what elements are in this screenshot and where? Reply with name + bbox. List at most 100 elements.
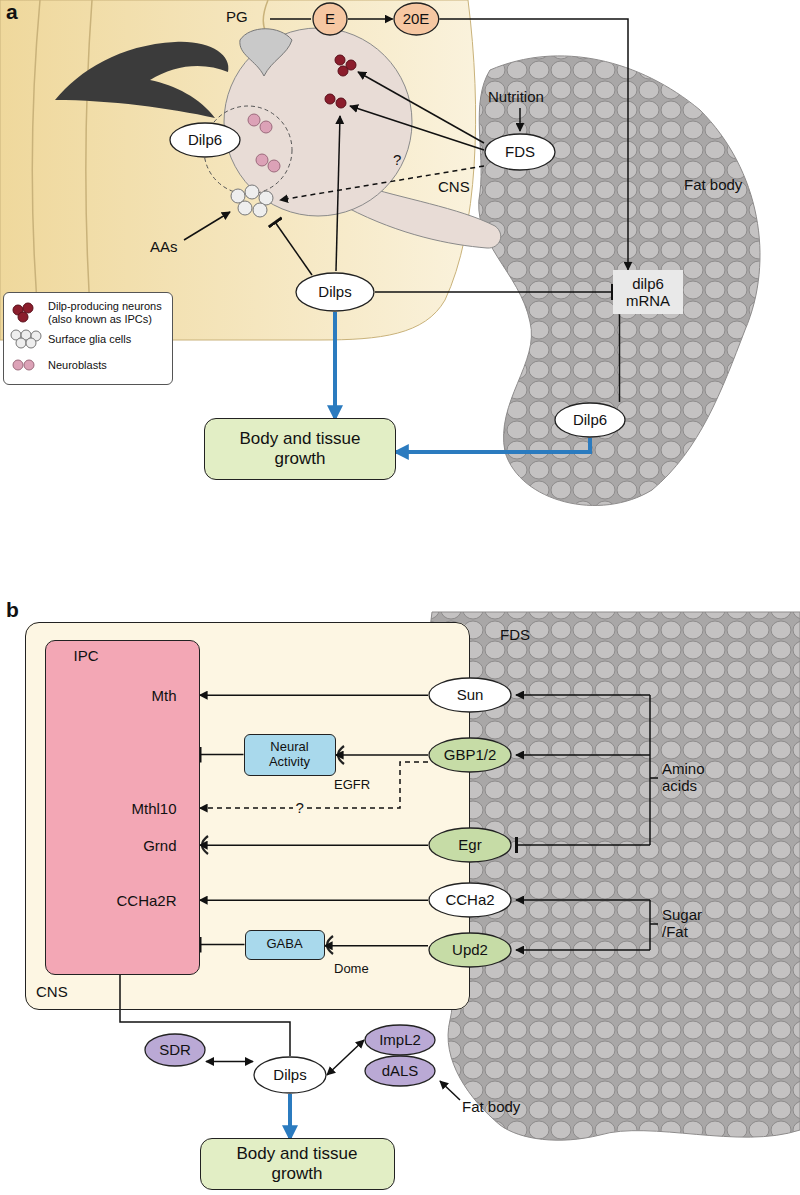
larva-body — [33, 0, 269, 340]
signal-ellipse: CCHa2 — [428, 882, 512, 918]
signal-line — [336, 116, 340, 271]
signal-arrow — [336, 754, 429, 756]
signal-ellipse: Sun — [428, 677, 512, 713]
question-mark: ? — [393, 151, 401, 168]
ellipse-outline — [429, 738, 511, 772]
signal-arrow — [327, 1040, 364, 1075]
input-label: Nutrition — [488, 88, 544, 105]
ellipse-outline — [313, 3, 347, 35]
signal-line — [516, 844, 650, 846]
legend-symbol — [8, 301, 44, 325]
glia-cells — [238, 201, 252, 215]
binding-protein-ellipse: ImpL2 — [364, 1024, 436, 1056]
signal-line — [440, 695, 658, 1100]
legend-symbol — [16, 338, 26, 348]
ellipse-outline — [296, 273, 374, 311]
neuroblast — [268, 160, 280, 172]
central-nervous-system — [240, 29, 292, 76]
signal-ellipse: FDS — [484, 133, 556, 171]
legend-symbol — [23, 303, 33, 313]
legend-symbol — [18, 312, 28, 322]
signal-line — [516, 694, 650, 696]
legend-text: Surface glia cells — [44, 333, 131, 346]
signal-line — [270, 18, 311, 20]
input-label: Amino acids — [662, 760, 724, 795]
node-text: FDS — [505, 143, 535, 160]
node-text: ImpL2 — [379, 1031, 421, 1048]
signal-ellipse: Dilp6 — [554, 402, 626, 438]
glia-cells — [231, 185, 273, 217]
receptor-symbol — [190, 687, 344, 954]
ellipse-outline — [429, 678, 511, 712]
node-text: Upd2 — [452, 941, 488, 958]
signal-line — [184, 212, 230, 240]
inhibition-line — [200, 944, 245, 946]
legend-symbol — [13, 360, 23, 370]
central-nervous-system — [204, 28, 501, 248]
organ-label: CNS — [438, 178, 470, 195]
neuroblast — [248, 114, 260, 126]
process-box: Neural Activity — [244, 734, 336, 776]
node-text: Dilp6 — [573, 411, 607, 428]
panel-letter: a — [6, 0, 18, 24]
inhibition-line — [375, 291, 613, 293]
glia-cells — [245, 185, 259, 199]
ipc-cluster — [325, 55, 356, 108]
signal-line — [358, 72, 484, 143]
node-text: 20E — [403, 10, 430, 27]
cns-panel: CNSIPCMthMthl10GrndCCHa2RNeural Activity… — [25, 622, 470, 1010]
ipc-cluster — [335, 55, 345, 65]
signal-ellipse: Dilp6 — [169, 122, 241, 158]
binding-protein-ellipse: SDR — [144, 1033, 206, 1067]
organ-label: PG — [226, 8, 248, 25]
organ-label: Fat body — [462, 1098, 520, 1115]
node-text: Dilp6 — [188, 131, 222, 148]
signal-line — [350, 106, 484, 150]
outcome-box: Body and tissue growth — [200, 1138, 395, 1190]
ellipse-outline — [170, 123, 240, 157]
node-text: Body and tissue growth — [215, 1144, 380, 1183]
signal-line — [650, 923, 658, 925]
signal-line — [516, 899, 650, 901]
signal-ellipse: GBP1/2 — [428, 737, 512, 773]
legend-row: Surface glia cells — [8, 327, 168, 351]
ellipse-outline — [485, 134, 555, 170]
receptor-label: CCHa2R — [116, 892, 176, 909]
receptor-label: EGFR — [334, 778, 370, 793]
growth-arrow — [333, 312, 337, 418]
ellipse-outline — [365, 1056, 435, 1086]
node-text: Body and tissue growth — [218, 429, 383, 468]
edge-label: ? — [293, 799, 307, 816]
signal-line — [649, 900, 651, 950]
signal-ellipse: Upd2 — [428, 932, 512, 968]
ellipse-outline — [145, 1034, 205, 1066]
signal-line — [516, 754, 650, 756]
signal-arrow — [619, 314, 621, 402]
signal-line — [519, 108, 521, 131]
ipc-cluster — [336, 98, 346, 108]
legend-text: Dilp-producing neurons (also known as IP… — [44, 300, 168, 325]
node-text: GBP1/2 — [444, 746, 497, 763]
legend-text: Neuroblasts — [44, 359, 107, 372]
signal-ellipse: Egr — [428, 827, 512, 863]
signal-arrow — [200, 694, 429, 696]
central-nervous-system — [224, 28, 412, 216]
growth-arrow — [396, 438, 590, 452]
signal-arrow — [200, 899, 429, 901]
hormone-circle: 20E — [393, 2, 440, 36]
hormone-circle: E — [312, 2, 348, 36]
growth-arrow — [288, 1094, 292, 1138]
organ-label: FDS — [500, 626, 530, 643]
receptor-label: Mth — [151, 687, 176, 704]
cns-ground — [25, 622, 470, 1010]
legend-symbol — [24, 360, 34, 370]
node-text: CNS — [36, 983, 68, 1000]
node-text: Dilps — [273, 1066, 306, 1083]
signal-arrow — [439, 19, 628, 270]
ellipse-outline — [555, 403, 625, 437]
legend-box: Dilp-producing neurons (also known as IP… — [3, 292, 173, 385]
node-text: GABA — [266, 937, 302, 952]
organ-label: Fat body — [684, 176, 742, 193]
